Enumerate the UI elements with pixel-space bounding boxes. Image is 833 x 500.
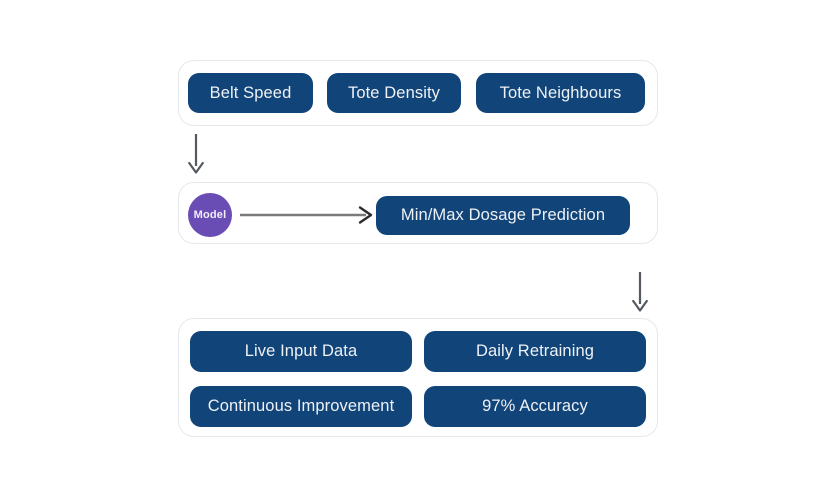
input-pill-belt-speed[interactable]: Belt Speed (188, 73, 313, 113)
outcome-pill-accuracy[interactable]: 97% Accuracy (424, 386, 646, 427)
model-node[interactable]: Model (188, 193, 232, 237)
outcome-pill-daily-retraining[interactable]: Daily Retraining (424, 331, 646, 372)
arrow-down-icon (626, 271, 654, 313)
outcome-pill-continuous-improvement[interactable]: Continuous Improvement (190, 386, 412, 427)
input-pill-tote-density[interactable]: Tote Density (327, 73, 461, 113)
input-pill-tote-neighbours[interactable]: Tote Neighbours (476, 73, 645, 113)
outcome-pill-live-input-data[interactable]: Live Input Data (190, 331, 412, 372)
arrow-down-icon (182, 133, 210, 175)
arrow-right-icon (240, 203, 376, 227)
output-pill-dosage-prediction[interactable]: Min/Max Dosage Prediction (376, 196, 630, 235)
